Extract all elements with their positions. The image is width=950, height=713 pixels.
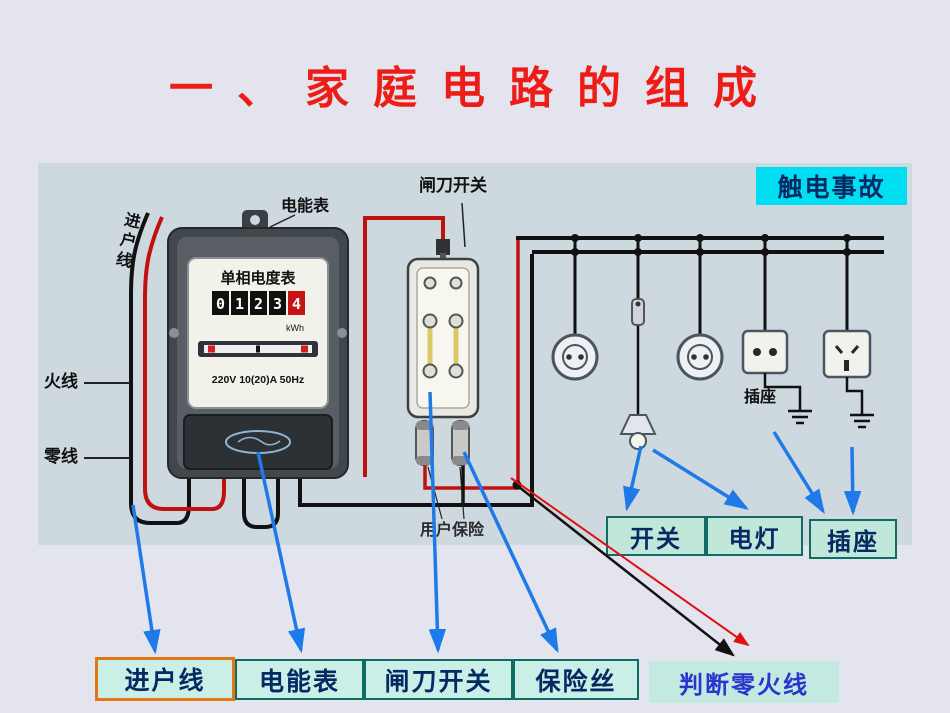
fuse-cartridges <box>415 420 470 466</box>
meter-unit: kWh <box>286 323 304 333</box>
meter-digit: 3 <box>273 295 282 313</box>
callout-lamp: 电灯 <box>706 516 803 556</box>
meter-digit-display: 0 1 2 3 4 <box>212 291 305 315</box>
electric-meter: 单相电度表 0 1 2 3 4 kWh <box>167 210 349 479</box>
circuit-diagram: 单相电度表 0 1 2 3 4 kWh <box>84 202 884 529</box>
live-to-switch-wire <box>363 216 445 477</box>
meter-digit: 2 <box>254 295 263 313</box>
bottom-box-judge-wires-label: 判断零火线 <box>679 671 809 699</box>
circuit-diagram-panel: 单相电度表 0 1 2 3 4 kWh <box>38 163 912 545</box>
bottom-box-incoming-line: 进户线 <box>95 657 235 701</box>
shock-accident-box: 触电事故 <box>756 167 907 205</box>
bottom-box-energy-meter: 电能表 <box>235 659 364 700</box>
page-title: 一、家庭电路的组成 <box>169 64 781 113</box>
meter-spec: 220V 10(20)A 50Hz <box>212 374 304 386</box>
shock-accident-label: 触电事故 <box>777 174 886 202</box>
callout-switch-label: 开关 <box>630 525 682 553</box>
label-energy-meter: 电能表 <box>281 198 330 215</box>
ground-symbol-1 <box>763 373 812 425</box>
label-socket: 插座 <box>744 389 777 406</box>
incoming-live-wire <box>143 216 226 511</box>
bottom-box-knife-switch-label: 闸刀开关 <box>384 667 493 696</box>
meter-digit: 4 <box>292 295 301 313</box>
bottom-box-judge-wires: 判断零火线 <box>649 661 839 703</box>
label-knife-switch: 闸刀开关 <box>419 176 487 195</box>
lamp-holder-2 <box>676 333 724 381</box>
socket-three-hole <box>822 329 872 379</box>
meter-title: 单相电度表 <box>220 269 296 287</box>
callout-switch: 开关 <box>606 516 706 556</box>
bottom-box-fuse-label: 保险丝 <box>535 667 617 696</box>
pendant-lamp <box>619 414 657 450</box>
ground-symbol-2 <box>845 377 874 429</box>
label-live-wire: 火线 <box>44 372 78 391</box>
bottom-box-fuse: 保险丝 <box>513 659 639 700</box>
label-user-fuse: 用户保险 <box>420 522 485 539</box>
pull-cord-switch <box>631 298 645 326</box>
meter-loop-wire <box>242 478 280 529</box>
meter-disc-slot <box>198 341 318 357</box>
label-neutral-wire: 零线 <box>44 447 78 466</box>
callout-lamp-label: 电灯 <box>728 525 781 553</box>
lamp-holder-1 <box>551 333 599 381</box>
bottom-box-knife-switch: 闸刀开关 <box>364 659 513 700</box>
bottom-box-incoming-line-label: 进户线 <box>124 667 206 695</box>
socket-two-hole <box>741 329 789 375</box>
callout-socket: 插座 <box>809 519 897 559</box>
meter-digit: 0 <box>216 295 225 313</box>
bottom-box-energy-meter-label: 电能表 <box>258 667 340 696</box>
callout-socket-label: 插座 <box>827 528 879 556</box>
junction-dots <box>571 234 851 256</box>
meter-digit: 1 <box>235 295 244 313</box>
knife-switch <box>406 239 480 419</box>
meter-logo-swirl <box>237 436 281 446</box>
meter-terminal-cover <box>183 414 333 470</box>
